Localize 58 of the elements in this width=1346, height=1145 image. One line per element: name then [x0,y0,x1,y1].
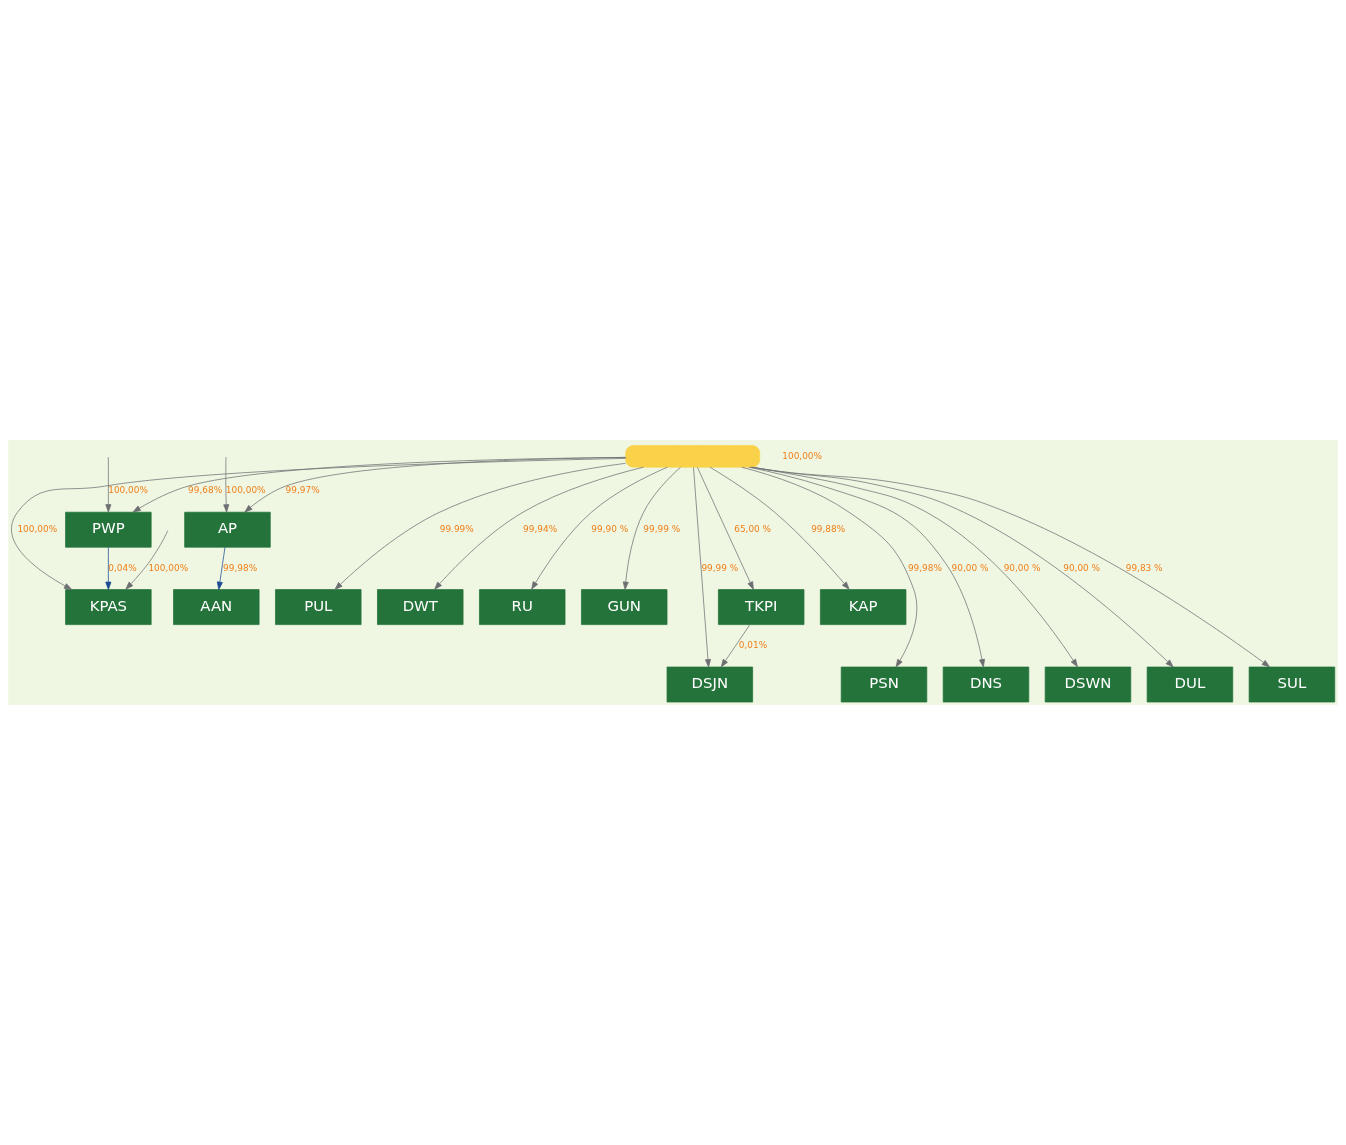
node-box: DWT [377,589,464,625]
node-box [625,445,761,468]
edge-label: 99,88% [811,524,846,535]
edge-label: 99,97% [285,485,320,496]
arrow [748,466,985,668]
node-box: GUN [581,589,668,625]
arrow [709,466,850,590]
node-box: DSJN [666,666,753,703]
arrow [741,466,918,668]
arrow [750,466,1270,668]
arrow [132,457,626,513]
edge-label: 0,04% [108,562,137,573]
arrow [105,546,112,590]
arrow [697,467,754,590]
edge-label: 99,99 % [701,562,739,573]
edge-label: 90,00 % [1063,562,1101,573]
node-box: AAN [173,589,260,625]
edge-label: 90,00 % [1003,562,1041,573]
edge-label: 99,98% [223,562,258,573]
edge-label: 65,00 % [734,524,772,535]
node-box: PWP [65,511,152,548]
arrow [216,546,226,590]
edge-label: 90,00 % [951,562,989,573]
arrow [531,466,668,590]
edge-label: 99,83 % [1125,562,1163,573]
node-box: PUL [275,589,362,625]
node-box: DSWN [1044,666,1132,703]
edge-label: 99,68% [188,485,223,496]
node-box: DNS [942,666,1030,703]
arrow [244,457,627,513]
arrow [223,456,230,513]
edge-label: 100,00% [17,524,58,535]
node-box: TKPI [718,589,805,625]
edge-label: 100,00% [225,485,266,496]
arrow [105,456,112,513]
arrow [693,467,711,668]
arrow [125,530,169,590]
edge-label: 99,99 % [643,524,681,535]
node-box: AP [184,511,271,548]
arrow [720,624,751,668]
node-box: DUL [1146,666,1234,703]
edge-label: 99,90 % [591,524,629,535]
node-box: KPAS [65,589,152,625]
arrow [334,462,626,590]
node-box: PSN [840,666,928,703]
arrow [434,466,644,590]
arrow [622,466,681,590]
edge-label: 100,00% [148,562,189,573]
node-box: KAP [820,589,907,625]
arrow [11,458,627,590]
edge-label: 99.99% [439,524,474,535]
label: 100,00% [782,450,822,461]
edge-label: 99,98% [907,562,942,573]
node-box: SUL [1248,666,1336,703]
edge-label: 0,01% [738,640,768,651]
edge-label: 99,94% [523,524,558,535]
edge-label: 100,00% [108,485,148,496]
node-box: RU [479,589,566,625]
